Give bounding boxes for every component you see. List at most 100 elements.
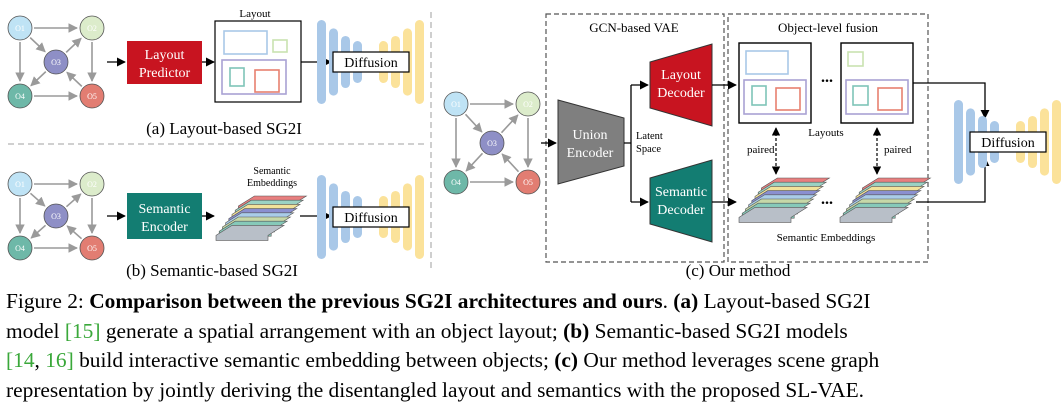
caption-text-b2: build interactive semantic embedding bet… xyxy=(73,348,555,372)
graph-edge xyxy=(65,37,82,53)
semantic-decoder-shape xyxy=(649,159,713,243)
graph-node-label: O3 xyxy=(51,58,61,67)
layout-predictor-label-2: Predictor xyxy=(139,66,191,81)
caption-bold-title: Comparison between the previous SG2I arc… xyxy=(89,289,663,313)
paired-label-1: paired xyxy=(747,144,775,156)
caption-text-a: Layout-based SG2I xyxy=(698,289,871,313)
caption-line-3: [14, 16] build interactive semantic embe… xyxy=(6,346,1056,376)
diffusion-unet-c: Diffusion xyxy=(954,100,1061,184)
panel-a-label: (a) Layout-based SG2I xyxy=(146,119,302,138)
union-encoder-label-2: Encoder xyxy=(567,146,614,161)
layout-card-1-box-purple xyxy=(743,79,807,115)
gcn-vae-title: GCN-based VAE xyxy=(589,20,678,35)
citation-16[interactable]: 16] xyxy=(45,348,74,372)
panel-c-label: (c) Our method xyxy=(686,261,791,280)
semantic-encoder-label-1: Semantic xyxy=(138,202,190,217)
embedding-dots: ... xyxy=(821,191,833,208)
graph-edge xyxy=(30,224,47,239)
union-encoder-shape xyxy=(557,99,625,185)
unet-bar xyxy=(317,175,326,259)
diffusion-label: Diffusion xyxy=(344,211,397,226)
graph-node xyxy=(79,171,105,197)
caption-text-b: Semantic-based SG2I models xyxy=(589,318,848,343)
graph-node-label: O2 xyxy=(87,180,97,189)
graph-edge xyxy=(65,193,82,208)
latent-space-label-2: Space xyxy=(636,144,661,155)
caption-tag-b: (b) xyxy=(563,318,590,343)
graph-edge xyxy=(500,114,519,134)
graph-node-label: O2 xyxy=(87,24,97,33)
citation-14[interactable]: [14 xyxy=(6,348,35,372)
graph-edge xyxy=(501,153,520,173)
graph-node xyxy=(7,171,33,197)
caption-tag-a: (a) xyxy=(673,289,699,313)
layout-title-a: Layout xyxy=(239,8,270,20)
graph-node xyxy=(79,15,105,41)
unet-bar xyxy=(317,20,326,104)
latent-branch-line xyxy=(624,85,632,202)
layout-card-1-box-teal xyxy=(751,85,767,106)
caption-line-4: representation by jointly deriving the d… xyxy=(6,376,1056,406)
layout-card-2-box-teal xyxy=(852,85,869,106)
arrow-layouts-to-diffusion xyxy=(913,82,990,119)
graph-edge xyxy=(465,152,484,172)
layout-dots: ... xyxy=(821,69,833,86)
layout-box-red xyxy=(254,69,280,93)
graph-node xyxy=(7,83,33,109)
layout-decoder-label-2: Decoder xyxy=(657,86,705,101)
semantic-encoder-label-2: Encoder xyxy=(141,220,188,235)
graph-node-label: O4 xyxy=(15,244,25,253)
caption-text-c: Our method leverages scene graph xyxy=(578,348,880,372)
graph-node-label: O1 xyxy=(451,100,461,109)
unet-bar xyxy=(1052,100,1061,184)
latent-space-label-1: Latent xyxy=(636,131,663,142)
graph-node xyxy=(43,49,69,75)
diffusion-box xyxy=(969,131,1047,153)
caption-text-c2: representation by jointly deriving the d… xyxy=(6,377,865,402)
semantic-embeddings-label: Semantic Embeddings xyxy=(777,232,876,244)
semantic-embedding-stack-b xyxy=(215,195,308,241)
graph-edge xyxy=(66,225,83,240)
graph-node-label: O1 xyxy=(15,24,25,33)
graph-node xyxy=(43,203,69,229)
object-fusion-title: Object-level fusion xyxy=(778,20,878,35)
graph-node-label: O5 xyxy=(87,244,97,253)
unet-bar xyxy=(415,175,424,259)
layout-decoder-label-1: Layout xyxy=(661,68,701,83)
graph-node-label: O1 xyxy=(15,180,25,189)
graph-node xyxy=(79,83,105,109)
graph-node-label: O3 xyxy=(51,212,61,221)
gcn-vae-frame xyxy=(545,13,725,263)
graph-node xyxy=(7,235,33,261)
embeddings-title-2: Embeddings xyxy=(247,178,297,189)
graph-node xyxy=(79,235,105,261)
caption-text-a3: generate a spatial arrangement with an o… xyxy=(100,318,564,343)
embedding-slab xyxy=(839,207,910,223)
semantic-embedding-stack-c2 xyxy=(839,177,932,223)
layout-box-green xyxy=(272,39,288,53)
unet-bar xyxy=(954,100,963,184)
graph-node-label: O5 xyxy=(523,178,533,187)
graph-node-label: O3 xyxy=(487,139,497,148)
layout-card-1-box-blue xyxy=(745,50,789,75)
graph-node-label: O2 xyxy=(523,100,533,109)
caption-title-end: . xyxy=(662,289,674,313)
layout-card-2-box-red xyxy=(877,87,903,111)
arrow-embeddings-to-diffusion xyxy=(916,157,990,203)
graph-node xyxy=(7,15,33,41)
layout-card-2-box-purple xyxy=(845,79,909,115)
semantic-decoder-label-2: Decoder xyxy=(657,203,705,218)
embedding-slab xyxy=(738,207,809,223)
semantic-embedding-stack-c1 xyxy=(738,177,831,223)
layout-decoder-shape xyxy=(649,43,713,127)
object-fusion-frame xyxy=(727,13,929,263)
graph-node xyxy=(443,169,469,195)
graph-node xyxy=(479,130,505,156)
citation-separator: , xyxy=(34,348,46,372)
citation-15[interactable]: [15] xyxy=(64,318,101,343)
layout-predictor-label-1: Layout xyxy=(145,48,185,63)
caption-tag-c: (c) xyxy=(554,348,579,372)
